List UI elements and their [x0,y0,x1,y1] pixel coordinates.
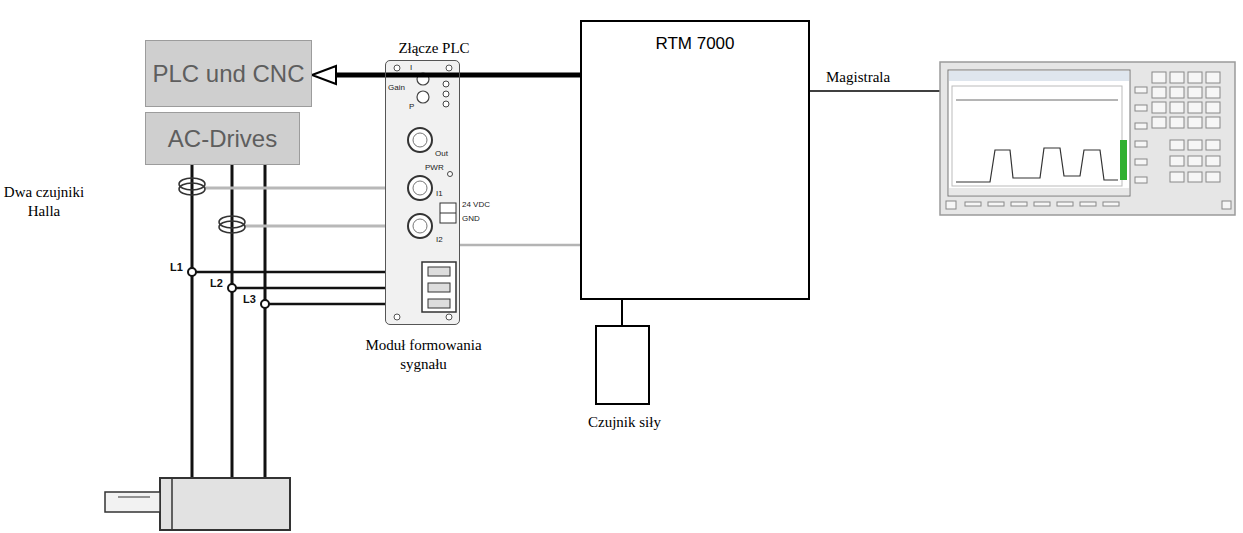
connector-line [336,73,580,78]
hall-sensors [179,178,245,233]
bus-cable [810,90,940,92]
node-label: Moduł formowania sygnału [354,336,494,374]
node-caption: Czujnik siły [555,413,695,432]
connector-line [460,244,580,247]
node-label: AC-Drives [168,126,277,151]
control-panel [940,62,1235,215]
pin-name: 24 VDC [462,201,490,209]
sensor-cable [622,300,623,325]
panel-marking: Out [435,150,448,158]
monitor-unit-box: RTM 7000 [580,20,810,300]
node-caption: Moduł formowania sygnału [354,336,494,374]
force-sensor: Czujnik siły [595,325,650,405]
panel-marking: PWR [425,164,444,172]
node-label: PLC und CNC [152,61,304,86]
panel-marking: I1 [436,190,443,198]
panel-marking: P [409,103,414,111]
controller-box: PLC und CNC [145,40,312,107]
phase-wires [192,165,265,480]
pin-name: GND [462,215,480,223]
module-panel [385,60,460,325]
node-text-holder: RTM 7000 [655,22,734,54]
signal-cable [460,245,580,246]
phase-label: L1 [170,262,183,273]
motor [105,478,290,530]
hall-wires [205,188,407,226]
panel-marking: I2 [436,236,443,244]
panel-marking: I [410,64,412,72]
bus-label: Magistrala [826,68,890,87]
node-text-holder: PLC und CNC [152,61,304,86]
node-text-holder: AC-Drives [168,126,277,151]
phase-label: L2 [210,278,223,289]
phase-label: L3 [243,294,256,305]
connector-label: Złącze PLC [396,39,471,58]
signal-module: Moduł formowania sygnału [385,60,460,325]
plc-link [312,66,580,84]
node-label: RTM 7000 [655,34,734,54]
annotation: Dwa czujniki Halla [2,183,86,221]
drive-box: AC-Drives [145,112,300,165]
arrow-head [312,66,336,84]
node-label: Czujnik siły [555,413,695,432]
tap-dots [188,268,269,308]
connector-line [621,300,623,325]
panel-marking: Gain [388,84,405,92]
